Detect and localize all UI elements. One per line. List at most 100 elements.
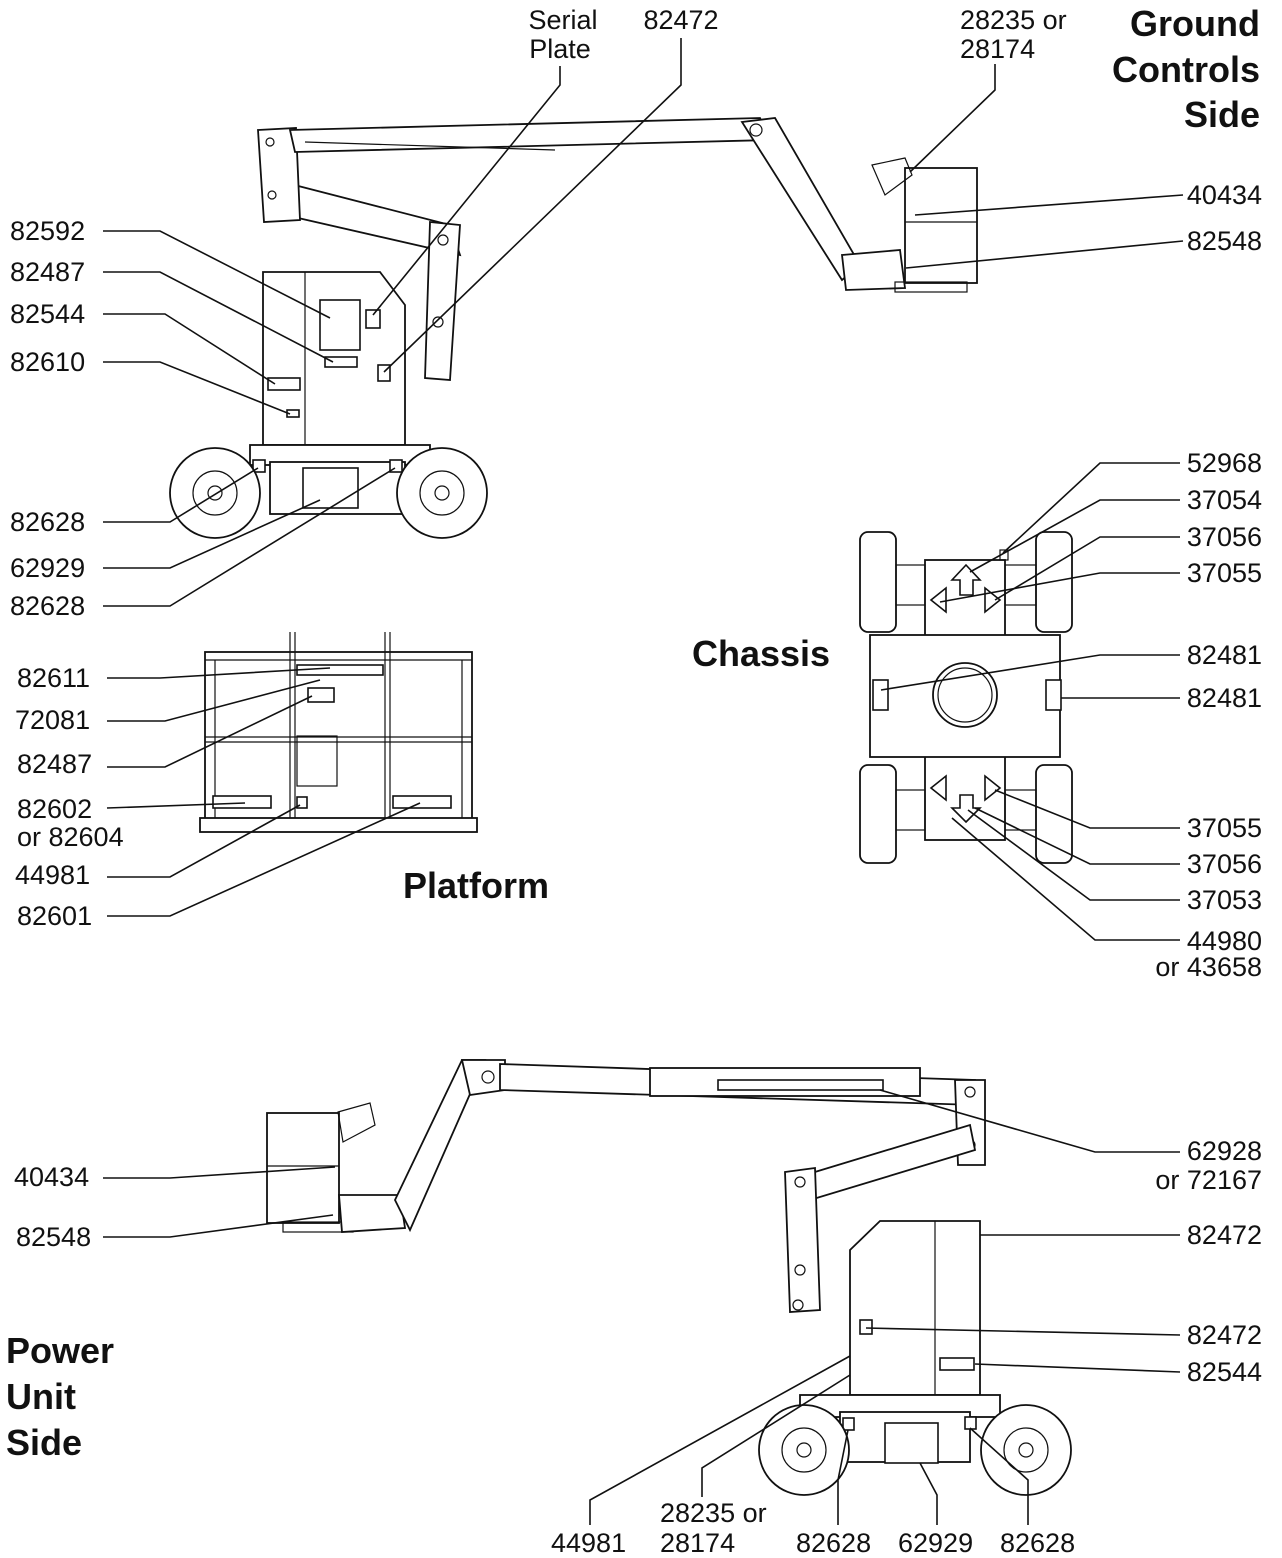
label-82602-line-2: or 82604: [17, 822, 124, 852]
power-side-right-wheel: [980, 1404, 1072, 1496]
heading-platform: Platform: [403, 865, 549, 906]
label-52968: 52968: [1187, 448, 1262, 478]
label-40434-power: 40434: [14, 1162, 89, 1192]
label-28235-line-1: 28235 or: [960, 5, 1067, 35]
label-37055-rear: 37055: [1187, 813, 1262, 843]
label-82472-power-a: 82472: [1187, 1220, 1262, 1250]
label-37054: 37054: [1187, 485, 1262, 515]
label-82548-ground: 82548: [1187, 226, 1262, 256]
chassis-wheel-rear-left: [859, 764, 897, 864]
decal-82544-on-power-body: [939, 1357, 975, 1371]
label-37055-front: 37055: [1187, 558, 1262, 588]
ground-side-left-callouts: 82592 82487 82544 82610 82628 62929 8262…: [10, 216, 396, 621]
label-82481-b: 82481: [1187, 683, 1262, 713]
decal-62929-on-power-chassis: [884, 1422, 939, 1464]
riser-link: [424, 221, 461, 381]
platform-view: [199, 632, 478, 833]
label-82544-ground: 82544: [10, 299, 85, 329]
label-62929-ground: 62929: [10, 553, 85, 583]
label-82544-power: 82544: [1187, 1357, 1262, 1387]
heading-ground-line-3: Side: [1184, 94, 1260, 135]
label-82472-power-b: 82472: [1187, 1320, 1262, 1350]
boom-pivot-bracket: [257, 127, 301, 223]
decal-37053-arrow-down: [950, 794, 982, 824]
power-side-left-wheel: [758, 1404, 850, 1496]
decal-82544-on-body: [267, 377, 301, 391]
label-62928-line-1: 62928: [1187, 1136, 1262, 1166]
label-82548-power: 82548: [16, 1222, 91, 1252]
heading-power-line-2: Unit: [6, 1376, 76, 1417]
decal-44981-on-platform: [296, 796, 308, 809]
decal-62929-on-chassis: [302, 467, 359, 509]
label-62929-power: 62929: [898, 1528, 973, 1558]
label-82628-power-b: 82628: [1000, 1528, 1075, 1558]
platform-callouts: 82611 72081 82487 82602 or 82604 44981 8…: [15, 663, 421, 931]
label-72081: 72081: [15, 705, 90, 735]
ground-side-basket: [904, 167, 978, 284]
label-82628-ground-b: 82628: [10, 591, 85, 621]
heading-ground-controls-side: Ground Controls Side: [1112, 3, 1260, 135]
label-82601: 82601: [17, 901, 92, 931]
ground-side-right-wheel: [396, 447, 488, 539]
power-side-lower-boom: [803, 1123, 977, 1202]
serial-plate-decal: [365, 309, 381, 329]
power-side-jib-head: [460, 1059, 506, 1097]
platform-leveler: [841, 249, 907, 291]
heading-chassis: Chassis: [692, 633, 830, 674]
decal-37055-arrow-left-front: [929, 586, 947, 614]
decal-82602-on-platform: [212, 795, 272, 809]
ground-side-left-wheel: [169, 447, 261, 539]
label-44981-platform: 44981: [15, 860, 90, 890]
chassis-wheel-front-left: [859, 531, 897, 633]
label-82610: 82610: [10, 347, 85, 377]
power-side-machine: [266, 1059, 1072, 1496]
label-44981-power: 44981: [551, 1528, 626, 1558]
decal-37054-arrow-up: [950, 563, 982, 596]
label-82628-power-a: 82628: [796, 1528, 871, 1558]
power-side-basket: [266, 1112, 340, 1224]
label-37053: 37053: [1187, 885, 1262, 915]
decal-82481-right: [1045, 679, 1062, 711]
heading-ground-line-1: Ground: [1130, 3, 1260, 44]
decal-37056-arrow-right-rear: [984, 774, 1002, 802]
decal-82487-on-body: [324, 356, 358, 368]
label-82487-platform: 82487: [17, 749, 92, 779]
label-44980-line-1: 44980: [1187, 926, 1262, 956]
ground-side-machine: [169, 117, 978, 539]
label-serial-plate-line-2: Plate: [529, 34, 591, 64]
power-side-riser: [784, 1166, 821, 1313]
label-37056-rear: 37056: [1187, 849, 1262, 879]
label-28235-power-line-2: 28174: [660, 1528, 735, 1558]
label-37056-front: 37056: [1187, 522, 1262, 552]
decal-82611-on-platform: [296, 664, 384, 676]
label-82487-ground: 82487: [10, 257, 85, 287]
platform-floor: [199, 817, 478, 833]
decal-82472-on-power-body: [859, 1319, 873, 1335]
decal-82481-left: [872, 679, 889, 711]
label-serial-plate-line-1: Serial: [528, 5, 597, 35]
chassis-top-view: [859, 531, 1073, 864]
power-side-bottom-callouts: 44981 28235 or 28174 82628 62929 82628: [551, 1355, 1075, 1558]
decal-82487-on-platform: [307, 687, 335, 703]
heading-power-line-3: Side: [6, 1422, 82, 1463]
decal-37055-arrow-left-rear: [929, 774, 947, 802]
label-82592: 82592: [10, 216, 85, 246]
label-40434-ground: 40434: [1187, 180, 1262, 210]
label-82481-a: 82481: [1187, 640, 1262, 670]
decal-62928-on-boom: [717, 1079, 884, 1091]
chassis-callouts: 52968 37054 37056 37055 82481 82481 3705…: [880, 448, 1262, 982]
label-82602-line-1: 82602: [17, 794, 92, 824]
label-44980-line-2: or 43658: [1155, 952, 1262, 982]
label-28235-line-2: 28174: [960, 34, 1035, 64]
heading-power-unit-side: Power Unit Side: [6, 1330, 114, 1463]
decal-82592-on-body: [319, 299, 361, 351]
power-side-leveler: [338, 1194, 407, 1233]
label-82611: 82611: [17, 663, 90, 693]
decal-37056-arrow-right-front: [984, 586, 1002, 614]
heading-ground-line-2: Controls: [1112, 49, 1260, 90]
label-82472-top: 82472: [643, 5, 718, 35]
label-62928-line-2: or 72167: [1155, 1165, 1262, 1195]
decal-82601-on-platform: [392, 795, 452, 809]
label-82628-ground-a: 82628: [10, 507, 85, 537]
